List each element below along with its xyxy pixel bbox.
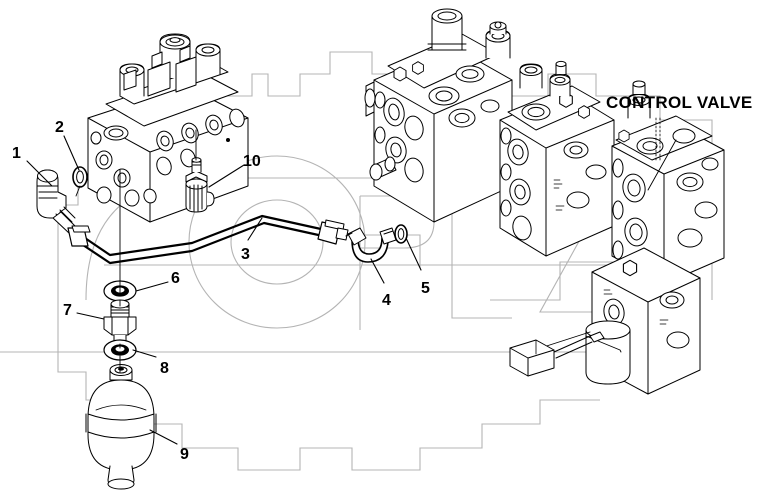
part-washer-lower: [103, 339, 137, 361]
part-o-ring: [72, 166, 88, 188]
callout-2: 2: [55, 119, 64, 136]
part-pressure-valve: [185, 157, 215, 213]
electrical-connector: [509, 331, 622, 377]
part-hydraulic-tube: [67, 214, 349, 265]
callout-leaders: [26, 135, 677, 445]
callout-8: 8: [160, 360, 169, 377]
part-elbow-fitting-lower: [345, 227, 397, 263]
callout-3: 3: [241, 246, 250, 263]
part-accumulator: [85, 364, 157, 490]
callout-7: 7: [63, 302, 72, 319]
callout-4: 4: [382, 292, 391, 309]
part-o-ring-lower: [394, 224, 408, 244]
callout-9: 9: [180, 446, 189, 463]
callout-1: 1: [12, 145, 21, 162]
assembly-centerlines: [75, 129, 197, 373]
callout-5: 5: [421, 280, 430, 297]
control-valve-stack: [364, 8, 725, 395]
callout-10: 10: [243, 153, 261, 170]
callout-6: 6: [171, 270, 180, 287]
section-title-control-valve: CONTROL VALVE: [606, 93, 753, 112]
part-elbow-fitting: [36, 169, 78, 235]
left-valve-block: [87, 33, 249, 223]
